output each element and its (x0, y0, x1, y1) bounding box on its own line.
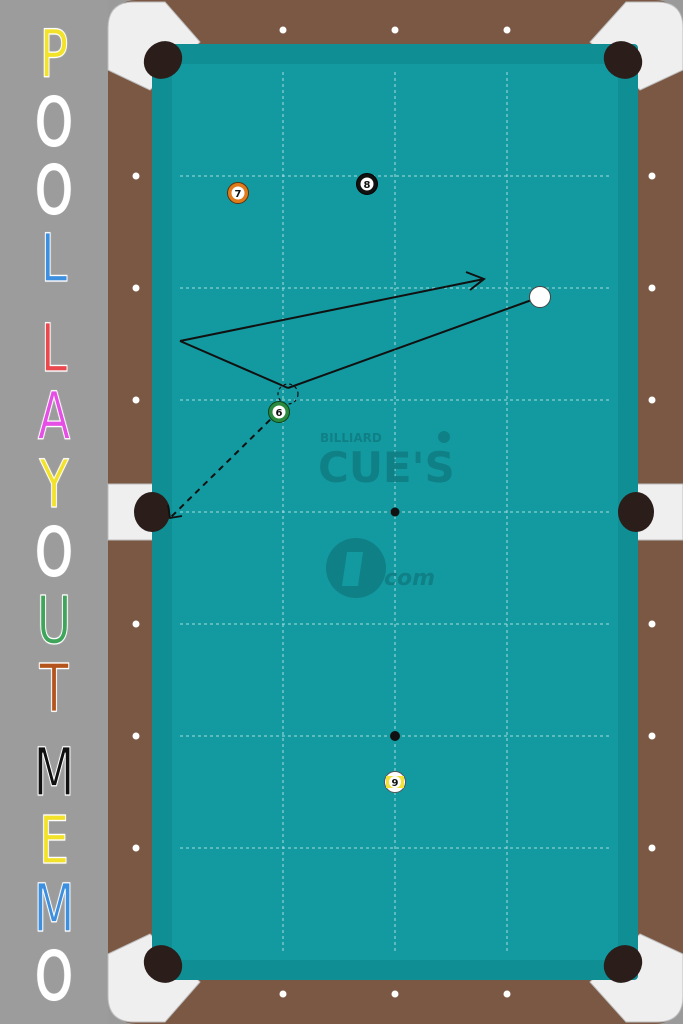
rail-diamonds (132, 26, 656, 998)
pocket-middle-left (134, 492, 170, 532)
center-spot (390, 507, 400, 517)
title-letter: L (40, 220, 68, 297)
pockets (134, 41, 654, 983)
pocket-bottom-left (143, 945, 183, 983)
title-letter: O (35, 938, 74, 1015)
svg-text:9: 9 (392, 778, 399, 789)
svg-text:6: 6 (276, 408, 283, 419)
title-letter: T (39, 650, 69, 727)
object-ball-arrowhead (167, 504, 183, 520)
svg-text:com: com (384, 566, 435, 591)
title-letter: M (33, 734, 75, 811)
title-letter: P (39, 16, 69, 93)
title-letter: U (36, 582, 72, 659)
svg-text:7: 7 (235, 189, 242, 200)
pocket-middle-right (618, 492, 654, 532)
ball-8[interactable]: 8 (356, 173, 378, 195)
cues-logo: BILLIARD CUE'S (318, 431, 455, 492)
svg-text:CUE'S: CUE'S (318, 443, 455, 492)
title-letter: L (40, 310, 68, 387)
title-letter: O (35, 152, 74, 229)
title-letter: O (35, 84, 74, 161)
shot-path (167, 271, 541, 520)
title-strip (0, 0, 108, 1024)
pocket-top-right (603, 41, 643, 79)
title-letter: A (37, 378, 71, 455)
title-letter: O (35, 514, 74, 591)
svg-text:8: 8 (364, 180, 371, 191)
cue-ball[interactable] (529, 286, 551, 308)
title-letter: E (38, 802, 70, 879)
object-ball-path (169, 411, 279, 519)
ball-7[interactable]: 7 (227, 182, 249, 204)
title-letter: M (33, 870, 75, 947)
svg-text:BILLIARD: BILLIARD (320, 431, 382, 445)
dcom-logo: com (326, 538, 435, 598)
ghost-ball (277, 383, 299, 405)
pocket-top-left (143, 41, 183, 79)
shot-arrowhead (465, 271, 486, 291)
title-letter: Y (39, 446, 69, 523)
foot-spot (390, 731, 400, 741)
ball-6[interactable]: 6 (268, 401, 290, 423)
pocket-bottom-right (603, 945, 643, 983)
ball-9[interactable]: 9 (384, 771, 406, 793)
